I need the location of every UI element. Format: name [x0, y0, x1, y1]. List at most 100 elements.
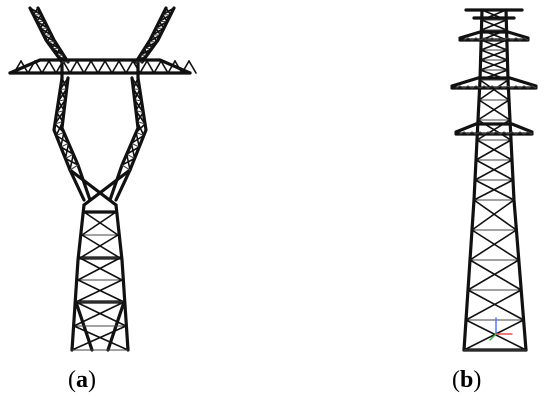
brace-member: [503, 85, 509, 89]
brace-member: [79, 234, 119, 259]
brace-member: [491, 131, 497, 135]
brace-member: [132, 77, 139, 90]
brace-member: [104, 60, 113, 74]
brace-member: [499, 85, 505, 89]
brace-member: [463, 37, 469, 41]
brace-member: [139, 47, 153, 57]
brace-member: [480, 9, 507, 21]
brace-member: [467, 259, 520, 291]
brace-member: [479, 69, 509, 81]
caption-a-open: (: [68, 367, 76, 393]
brace-member: [139, 60, 148, 74]
brace-member: [143, 40, 158, 50]
brace-member: [463, 319, 525, 351]
brace-member: [39, 20, 46, 30]
caption-b: (b): [452, 368, 481, 392]
brace-member: [83, 211, 119, 236]
brace-member: [153, 60, 162, 74]
brace-member: [133, 88, 141, 101]
caption-b-close: ): [473, 367, 482, 393]
brace-member: [69, 153, 75, 171]
brace-member: [507, 85, 513, 89]
brace-member: [57, 88, 68, 102]
brace-member: [56, 47, 61, 57]
brace-member: [495, 37, 501, 41]
waist-cross-2: [82, 168, 132, 207]
brace-member: [27, 60, 36, 74]
brace-member: [503, 131, 509, 135]
brace-member: [132, 60, 141, 74]
brace-member: [471, 199, 515, 231]
brace-member: [121, 157, 136, 166]
brace-member: [507, 131, 513, 135]
brace-member: [59, 131, 65, 148]
brace-member: [471, 37, 477, 41]
caption-a-letter: a: [76, 367, 88, 393]
brace-member: [479, 59, 509, 71]
brace-member: [527, 131, 533, 135]
brace-member: [523, 131, 529, 135]
brace-member: [511, 37, 517, 41]
brace-member: [46, 34, 53, 43]
brace-member: [73, 325, 129, 351]
brace-member: [77, 279, 125, 303]
brace-member: [42, 27, 49, 36]
tower-b-lattice-bracing: [455, 9, 537, 351]
brace-member: [519, 85, 525, 89]
brace-member: [155, 20, 169, 30]
brace-member: [483, 37, 489, 41]
brace-member: [126, 153, 136, 160]
brace-member: [135, 123, 146, 134]
brace-member: [79, 257, 123, 281]
brace-member: [463, 85, 469, 89]
brace-member: [491, 37, 497, 41]
brace-member: [55, 98, 67, 114]
brace-member: [59, 77, 69, 91]
brace-member: [135, 110, 144, 114]
brace-member: [136, 120, 146, 125]
brace-member: [515, 85, 521, 89]
brace-member: [480, 39, 508, 51]
brace-member: [35, 13, 43, 23]
brace-member: [480, 19, 508, 31]
brace-member: [465, 319, 527, 351]
brace-member: [111, 60, 120, 74]
brace-member: [71, 325, 127, 351]
brace-member: [465, 289, 523, 321]
brace-member: [97, 60, 106, 74]
brace-member: [479, 131, 485, 135]
caption-b-open: (: [452, 367, 460, 393]
brace-member: [54, 120, 64, 125]
brace-member: [59, 88, 68, 91]
brace-member: [148, 34, 162, 43]
brace-member: [136, 111, 145, 123]
crossarm-2-top: [450, 76, 538, 88]
brace-member: [69, 164, 79, 171]
brace-member: [479, 85, 485, 89]
brace-member: [161, 7, 175, 16]
brace-member: [475, 131, 481, 135]
brace-member: [64, 153, 74, 160]
brace-member: [167, 60, 176, 74]
brace-member: [487, 85, 493, 89]
brace-member: [459, 131, 465, 135]
brace-member: [469, 229, 518, 261]
brace-member: [160, 60, 169, 74]
brace-member: [90, 60, 99, 74]
brace-member: [523, 85, 529, 89]
brace-member: [135, 131, 145, 137]
brace-member: [459, 85, 465, 89]
brace-member: [527, 85, 533, 89]
tower-a-lattice-bracing: [13, 7, 197, 351]
brace-member: [467, 37, 473, 41]
brace-member: [121, 164, 131, 171]
brace-member: [487, 37, 493, 41]
brace-member: [483, 85, 489, 89]
brace-member: [55, 131, 65, 137]
axis-triad-icon: [489, 317, 513, 341]
brace-member: [32, 7, 39, 16]
brace-member: [519, 131, 525, 135]
brace-member: [471, 229, 520, 261]
brace-member: [13, 60, 22, 74]
